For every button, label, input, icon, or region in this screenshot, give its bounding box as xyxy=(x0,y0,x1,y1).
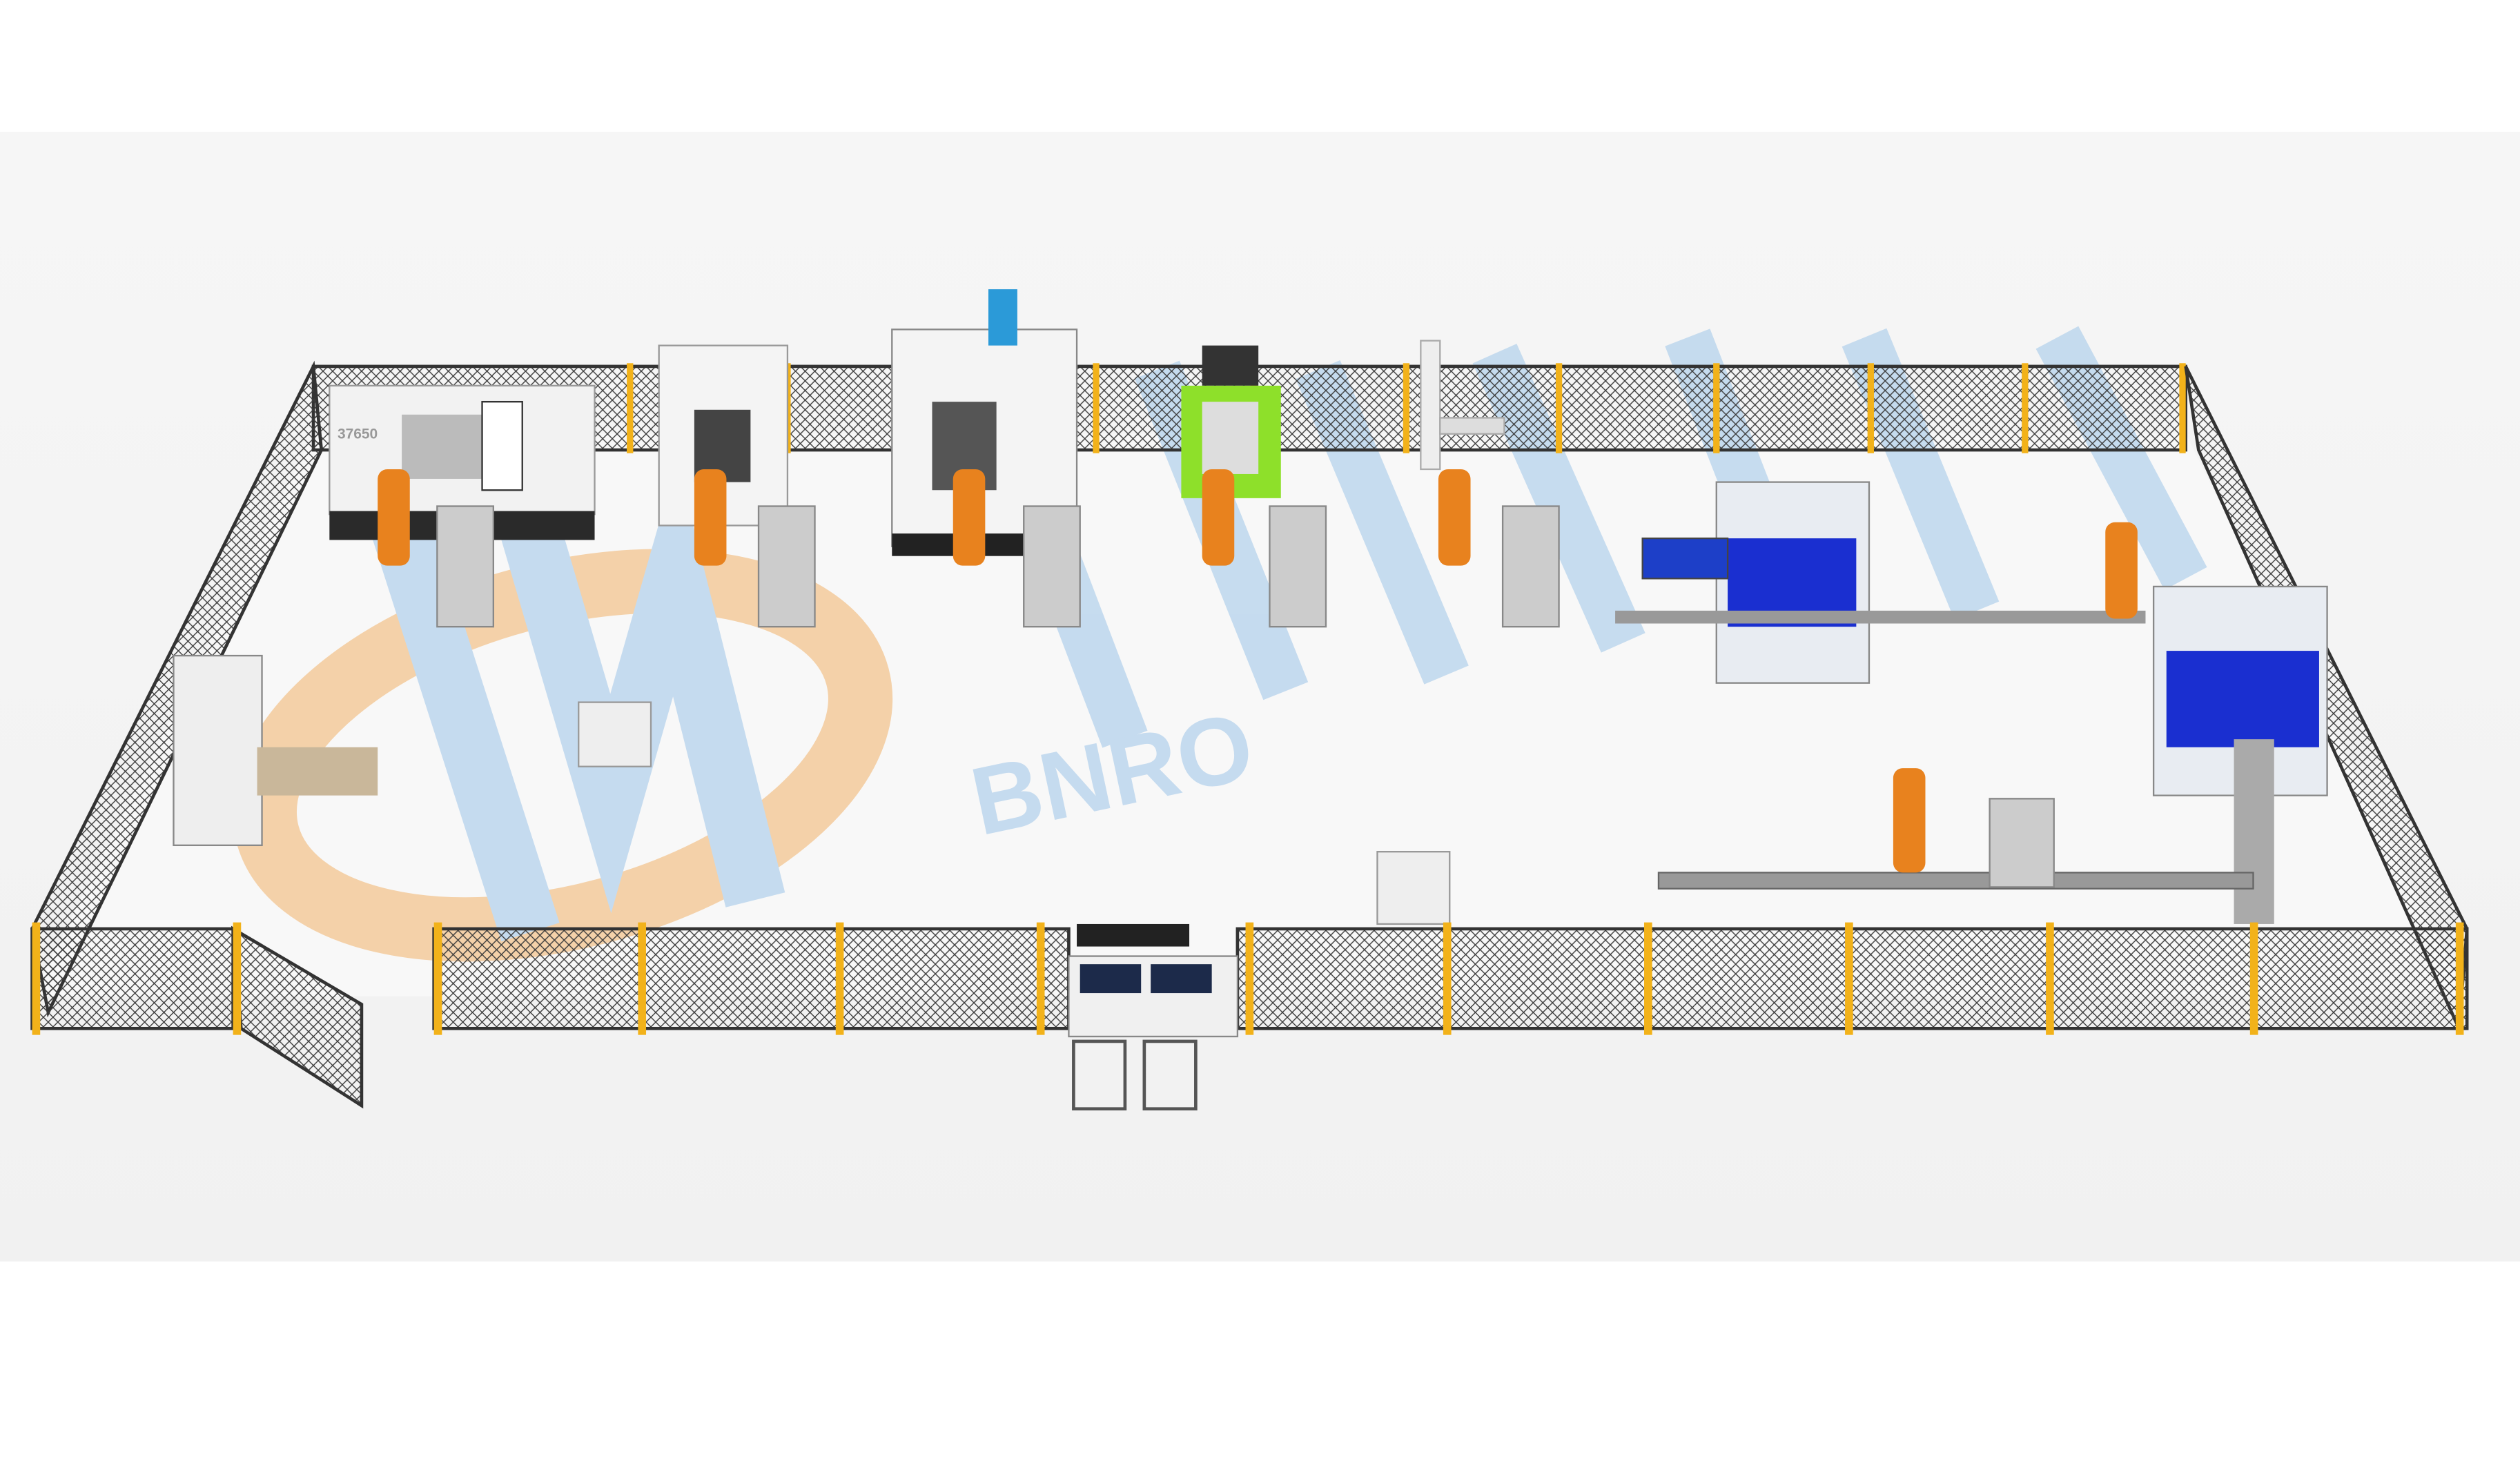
agv-cart-1 xyxy=(578,701,652,767)
machine-label: 37650 xyxy=(338,426,378,442)
control-console xyxy=(1068,923,1239,1111)
fence-front xyxy=(30,922,2469,1109)
assembly-cell-1 xyxy=(1615,481,2146,684)
gantry-loader xyxy=(1420,340,1505,471)
conveyor-front xyxy=(1657,872,2254,890)
fixture-tables xyxy=(436,505,2055,888)
assembly-cell-2 xyxy=(2152,585,2328,924)
robot-arms xyxy=(378,469,2138,873)
storage-rack-left xyxy=(173,654,378,847)
agv-cart-2 xyxy=(1376,850,1451,925)
